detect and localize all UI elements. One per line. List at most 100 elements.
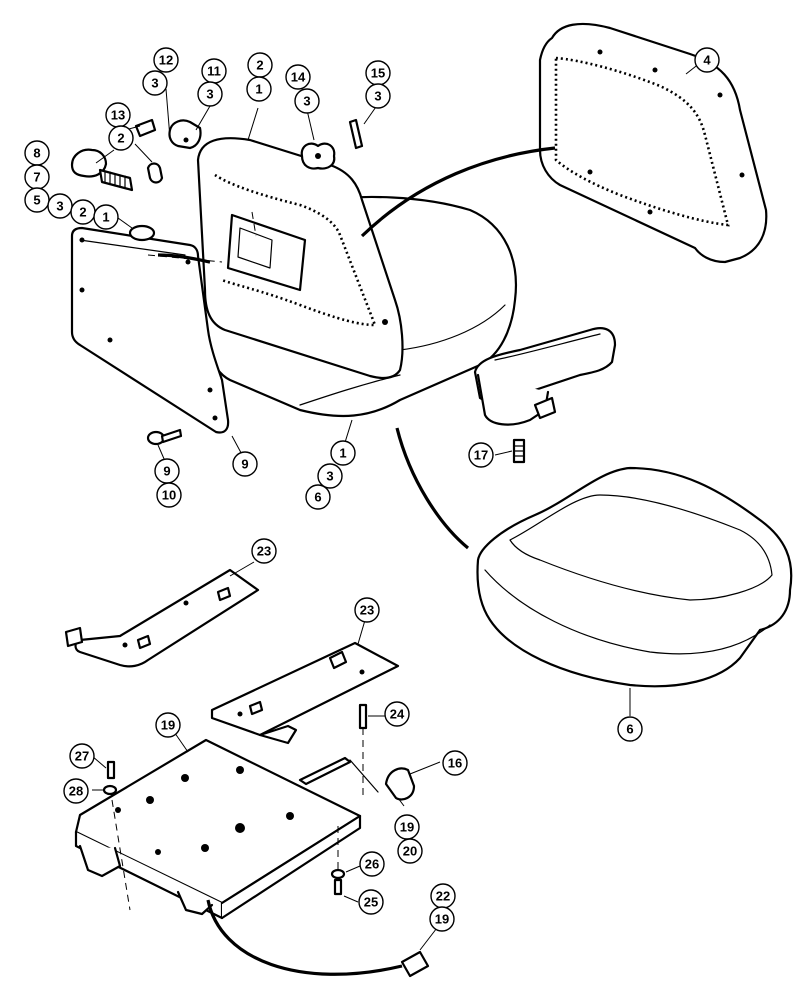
svg-text:27: 27 (75, 749, 89, 764)
callout-16: 16 (442, 750, 468, 776)
washer-26 (330, 868, 346, 880)
callout-2: 2 (70, 199, 96, 225)
seat-cushion (476, 466, 793, 688)
bracket-11 (168, 119, 202, 150)
callout-25: 25 (358, 889, 384, 915)
callout-28: 28 (63, 778, 89, 804)
callout-17: 17 (468, 442, 494, 468)
svg-text:4: 4 (703, 53, 711, 68)
callout-27: 27 (69, 743, 95, 769)
svg-text:24: 24 (390, 707, 405, 722)
svg-text:2: 2 (117, 131, 124, 146)
callout-14: 14 (285, 64, 311, 90)
svg-text:3: 3 (303, 94, 310, 109)
svg-text:20: 20 (403, 844, 417, 859)
adjustment-knob (70, 148, 134, 192)
svg-text:1: 1 (255, 82, 262, 97)
callout-13: 13 (105, 102, 131, 128)
svg-text:28: 28 (69, 784, 83, 799)
bolt-27 (106, 760, 116, 780)
callout-3: 3 (365, 83, 391, 109)
svg-text:2: 2 (79, 205, 86, 220)
callout-3: 3 (294, 88, 320, 114)
svg-text:22: 22 (436, 889, 450, 904)
callout-2: 2 (108, 125, 134, 151)
bracket-upper (64, 568, 260, 668)
callout-3: 3 (47, 193, 73, 219)
callout-12: 12 (153, 47, 179, 73)
svg-text:23: 23 (257, 544, 271, 559)
callout-5: 5 (24, 187, 50, 213)
callout-24: 24 (384, 701, 410, 727)
back-cushion (538, 22, 768, 264)
svg-text:3: 3 (206, 87, 213, 102)
svg-text:1: 1 (102, 210, 109, 225)
svg-text:16: 16 (448, 756, 462, 771)
small-screw-13 (134, 118, 157, 138)
washer-28 (102, 784, 118, 796)
side-panel (70, 226, 230, 434)
callout-23: 23 (251, 538, 277, 564)
callout-3: 3 (142, 70, 168, 96)
svg-text:26: 26 (365, 857, 379, 872)
svg-text:6: 6 (314, 490, 321, 505)
callout-10: 10 (156, 482, 182, 508)
svg-text:23: 23 (360, 603, 374, 618)
callout-9: 9 (232, 451, 258, 477)
callout-1: 1 (330, 440, 356, 466)
svg-text:9: 9 (241, 457, 248, 472)
svg-text:2: 2 (256, 58, 263, 73)
armrest-bolt (512, 438, 526, 464)
callout-2: 2 (247, 52, 273, 78)
svg-text:13: 13 (111, 108, 125, 123)
svg-text:3: 3 (56, 199, 63, 214)
svg-text:25: 25 (364, 895, 378, 910)
svg-text:11: 11 (207, 64, 221, 79)
pin-15 (348, 118, 364, 150)
svg-text:5: 5 (33, 193, 40, 208)
svg-text:15: 15 (371, 66, 385, 81)
svg-text:14: 14 (291, 70, 306, 85)
callout-22: 22 (430, 883, 456, 909)
armrest (473, 327, 617, 426)
callout-1: 1 (246, 76, 272, 102)
knob-14 (300, 142, 336, 170)
svg-text:3: 3 (151, 76, 158, 91)
bolt-24 (358, 703, 368, 730)
svg-text:10: 10 (162, 488, 176, 503)
svg-text:12: 12 (159, 53, 173, 68)
seat-back-assembly (196, 137, 404, 380)
callout-7: 7 (24, 164, 50, 190)
bolt-25 (333, 878, 343, 896)
svg-text:3: 3 (326, 469, 333, 484)
callout-8: 8 (24, 140, 50, 166)
bracket-lower (210, 641, 400, 745)
callout-3: 3 (197, 81, 223, 107)
handle-grip (384, 767, 416, 801)
callout-19: 19 (394, 814, 420, 840)
svg-text:17: 17 (474, 448, 488, 463)
callout-6: 6 (305, 484, 331, 510)
svg-text:9: 9 (163, 464, 170, 479)
callout-6: 6 (617, 716, 643, 742)
svg-text:19: 19 (400, 820, 414, 835)
svg-text:1: 1 (339, 446, 346, 461)
svg-text:3: 3 (374, 89, 381, 104)
callout-20: 20 (397, 838, 423, 864)
panel-screw (146, 428, 183, 446)
svg-text:7: 7 (33, 170, 40, 185)
svg-text:8: 8 (33, 146, 40, 161)
callout-19: 19 (155, 712, 181, 738)
callout-group: 12 3 11 3 2 1 14 3 15 3 4 13 2 8 7 5 3 2… (24, 47, 720, 932)
callout-26: 26 (359, 851, 385, 877)
slide-rail (298, 756, 379, 793)
callout-3: 3 (317, 463, 343, 489)
svg-text:19: 19 (435, 912, 449, 927)
svg-text:6: 6 (626, 722, 633, 737)
callout-11: 11 (201, 58, 227, 84)
callout-23: 23 (354, 597, 380, 623)
callout-19: 19 (429, 906, 455, 932)
callout-9: 9 (154, 458, 180, 484)
svg-text:19: 19 (161, 718, 175, 733)
